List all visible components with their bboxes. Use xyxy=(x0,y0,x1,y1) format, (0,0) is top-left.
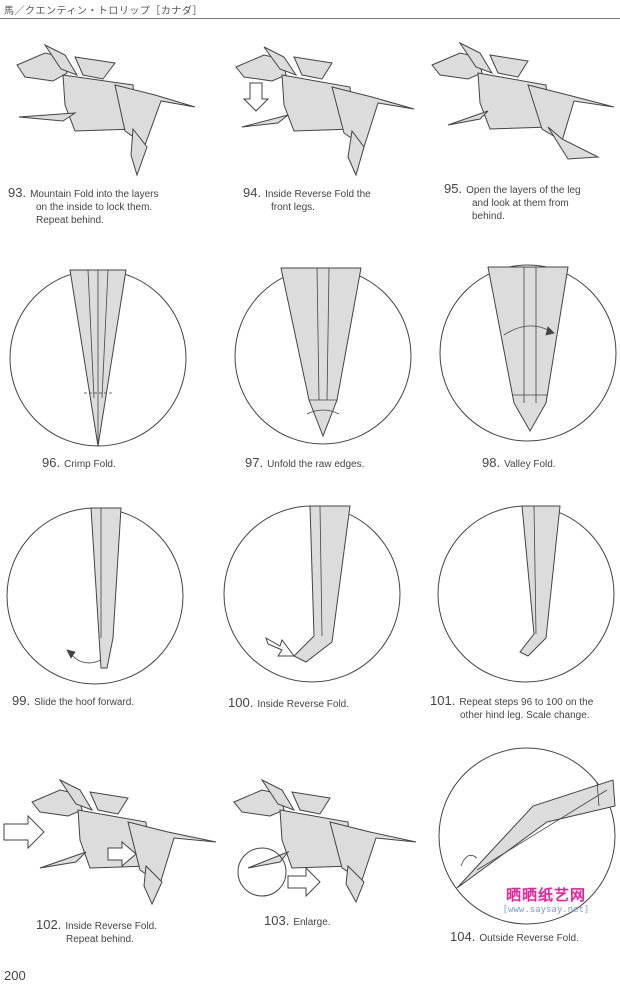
diagram-step-102 xyxy=(2,772,222,912)
diagram-step-93 xyxy=(5,35,210,185)
caption-step-99: 99.Slide the hoof forward. xyxy=(12,693,135,708)
caption-step-97: 97.Unfold the raw edges. xyxy=(245,455,365,470)
caption-step-102: 102.Inside Reverse Fold. Repeat behind. xyxy=(36,917,158,945)
caption-step-98: 98.Valley Fold. xyxy=(482,455,556,470)
page-number: 200 xyxy=(4,968,26,983)
watermark: 晒晒纸艺网 [www.saysay.net] xyxy=(476,884,616,915)
caption-step-104: 104.Outside Reverse Fold. xyxy=(450,929,579,944)
caption-step-93: 93.Mountain Fold into the layers on the … xyxy=(8,185,159,226)
caption-step-103: 103.Enlarge. xyxy=(264,913,331,928)
diagram-step-95 xyxy=(428,35,618,180)
diagram-step-97 xyxy=(233,266,413,446)
diagram-step-99 xyxy=(5,506,185,686)
diagram-step-101 xyxy=(436,504,616,684)
diagram-step-103 xyxy=(228,772,428,912)
diagram-step-98 xyxy=(438,263,618,443)
watermark-url: [www.saysay.net] xyxy=(502,905,590,915)
header-title: 馬／クエンティン・トロリップ［カナダ］ xyxy=(4,6,203,17)
diagram-step-104 xyxy=(437,746,617,926)
diagram-step-94 xyxy=(228,35,428,185)
watermark-logo: 晒晒纸艺网 xyxy=(505,886,586,904)
caption-step-94: 94.Inside Reverse Fold the front legs. xyxy=(243,185,371,213)
caption-step-100: 100.Inside Reverse Fold. xyxy=(228,695,350,710)
caption-step-95: 95.Open the layers of the leg and look a… xyxy=(444,181,581,222)
caption-step-101: 101.Repeat steps 96 to 100 on the other … xyxy=(430,693,594,721)
diagram-step-96 xyxy=(8,268,188,448)
caption-step-96: 96.Crimp Fold. xyxy=(42,455,116,470)
diagram-step-100 xyxy=(222,504,402,684)
page-header: 馬／クエンティン・トロリップ［カナダ］ xyxy=(0,0,620,19)
